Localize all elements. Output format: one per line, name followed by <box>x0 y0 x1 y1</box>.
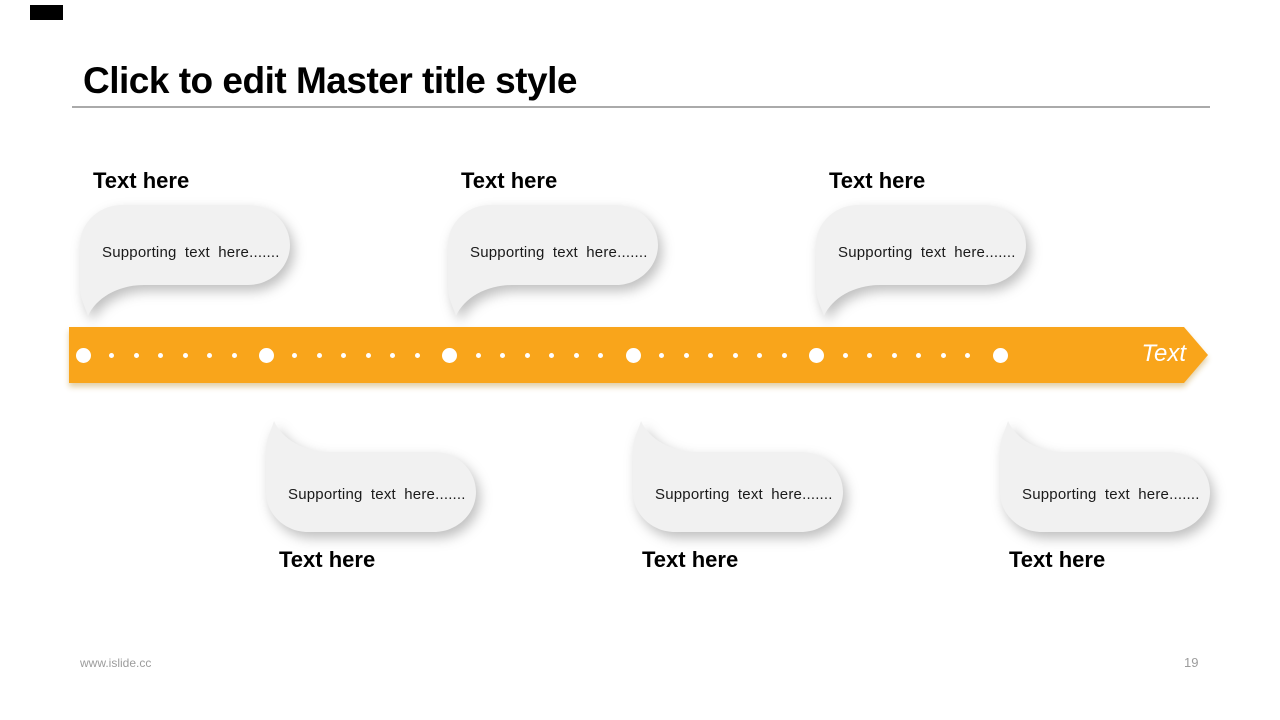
timeline-dot-small <box>524 352 530 358</box>
timeline-dot-small <box>316 352 322 358</box>
timeline-dot-small <box>598 352 604 358</box>
timeline-dot-small <box>683 352 689 358</box>
timeline-dot-small <box>781 352 787 358</box>
bubble-text-4[interactable]: Supporting text here....... <box>288 486 466 503</box>
speech-bubble-shape <box>1000 421 1210 532</box>
timeline-dot-small <box>549 352 555 358</box>
timeline-band: Text <box>69 327 1208 383</box>
bubble-label-5[interactable]: Text here <box>642 547 739 572</box>
timeline-dot-small <box>133 352 139 358</box>
timeline-dot-small <box>292 352 298 358</box>
speech-bubble-shape <box>448 205 658 316</box>
timeline-dot-small <box>916 352 922 358</box>
timeline-dot-small <box>965 352 971 358</box>
page-number: 19 <box>1184 655 1199 670</box>
footer-url[interactable]: www.islide.cc <box>80 656 152 670</box>
timeline-dot-small <box>757 352 763 358</box>
timeline-dot-small <box>109 352 114 358</box>
speech-bubble-5[interactable] <box>633 417 843 532</box>
speech-bubble-shape <box>633 421 843 532</box>
timeline-dot-small <box>940 352 946 358</box>
timeline-dot-small <box>708 352 714 358</box>
timeline-dot-large <box>75 347 91 363</box>
bubble-label-2[interactable]: Text here <box>461 168 558 193</box>
timeline-dot-large <box>809 347 825 363</box>
bubble-label-1[interactable]: Text here <box>93 168 190 193</box>
timeline-dot-large <box>992 347 1008 363</box>
timeline-dot-small <box>231 352 237 358</box>
slide-title[interactable]: Click to edit Master title style <box>83 60 577 101</box>
bubble-text-3[interactable]: Supporting text here....... <box>838 244 1016 261</box>
timeline: Text <box>69 327 1208 383</box>
speech-bubble-2[interactable] <box>448 205 658 320</box>
bubble-label-4[interactable]: Text here <box>279 547 376 572</box>
bubble-label-3[interactable]: Text here <box>829 168 926 193</box>
timeline-dot-small <box>867 352 873 358</box>
timeline-dot-small <box>390 352 396 358</box>
timeline-dot-small <box>365 352 371 358</box>
timeline-dot-small <box>732 352 738 358</box>
corner-mark <box>30 5 63 20</box>
speech-bubble-1[interactable] <box>80 205 290 320</box>
timeline-dot-small <box>182 352 188 358</box>
timeline-dot-small <box>414 352 420 358</box>
timeline-dot-small <box>341 352 347 358</box>
timeline-dot-small <box>842 352 848 358</box>
timeline-label[interactable]: Text <box>1141 339 1186 367</box>
timeline-dot-small <box>158 352 163 358</box>
timeline-dot-small <box>659 352 665 358</box>
bubble-text-1[interactable]: Supporting text here....... <box>102 244 280 261</box>
bubble-text-2[interactable]: Supporting text here....... <box>470 244 648 261</box>
speech-bubble-shape <box>266 421 476 532</box>
bubble-text-5[interactable]: Supporting text here....... <box>655 486 833 503</box>
bubble-text-6[interactable]: Supporting text here....... <box>1022 486 1200 503</box>
speech-bubble-6[interactable] <box>1000 417 1210 532</box>
timeline-dot-small <box>475 352 481 358</box>
timeline-dot-large <box>442 347 458 363</box>
speech-bubble-4[interactable] <box>266 417 476 532</box>
timeline-dot-large <box>258 347 274 363</box>
speech-bubble-3[interactable] <box>816 205 1026 320</box>
timeline-dot-small <box>573 352 579 358</box>
timeline-dot-large <box>625 347 641 363</box>
bubble-label-6[interactable]: Text here <box>1009 547 1106 572</box>
speech-bubble-shape <box>80 205 290 316</box>
timeline-dot-small <box>207 352 212 358</box>
title-divider <box>72 106 1210 108</box>
speech-bubble-shape <box>816 205 1026 316</box>
timeline-dot-small <box>500 352 506 358</box>
timeline-dot-small <box>891 352 897 358</box>
